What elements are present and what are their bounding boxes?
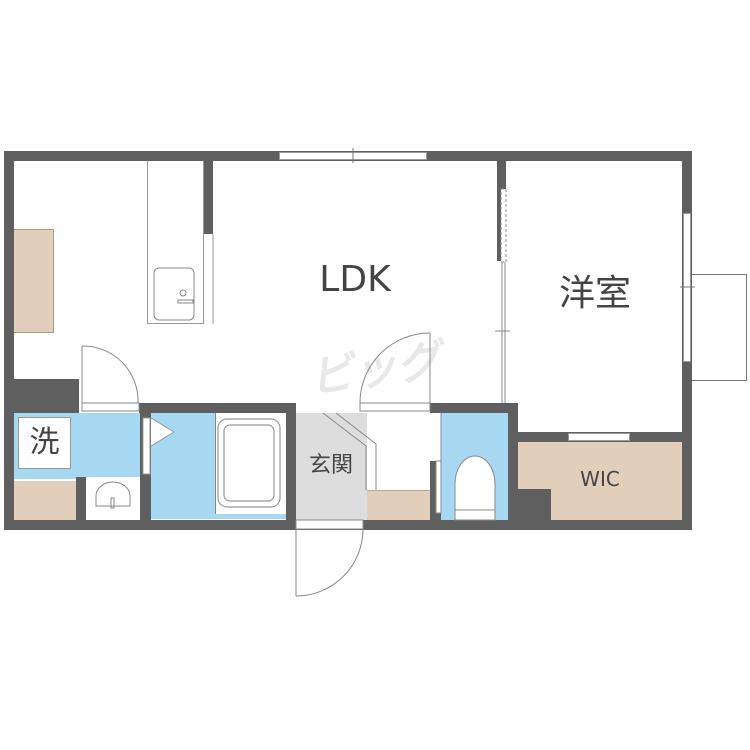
entrance-floor: [296, 413, 367, 520]
front-door-swing[interactable]: [295, 519, 364, 597]
ldk-storage: [14, 229, 54, 333]
wall-right-upper: [682, 151, 692, 213]
balcony: [692, 274, 747, 381]
kitchen-sink-icon: [153, 267, 195, 321]
laundry-storage: [14, 481, 76, 520]
western-room-label: 洋室: [558, 273, 631, 314]
wall-wet-row-top: [139, 403, 296, 413]
toilet-icon: [454, 455, 496, 521]
wall-ldk-kitchen-stub: [204, 161, 213, 234]
wall-entrance-top-right: [430, 403, 518, 413]
ldk-door-swing[interactable]: [81, 345, 140, 412]
bath-door-icon[interactable]: [142, 417, 175, 475]
western-room-sliding-door[interactable]: [495, 188, 510, 403]
wall-left-lower-block: [14, 379, 79, 413]
bathtub-icon: [217, 418, 281, 508]
wall-washroom-inner: [76, 477, 86, 520]
wall-left: [4, 151, 14, 530]
wic-corner-block: [518, 489, 551, 520]
entrance-step: [322, 412, 377, 490]
shoe-closet: [367, 490, 430, 520]
window-wic[interactable]: [568, 433, 630, 441]
wall-toilet-wic: [508, 403, 518, 520]
wash-basin-icon: [95, 481, 131, 509]
entrance-label: 玄関: [308, 453, 353, 478]
laundry-label: 洗: [29, 425, 60, 460]
ldk-label: LDK: [319, 259, 391, 300]
wall-bath-entrance: [286, 403, 296, 520]
entrance-inner-door-swing[interactable]: [359, 332, 431, 412]
laundry-label-box: [18, 417, 71, 469]
toilet-door[interactable]: [435, 413, 442, 514]
wic-label: WIC: [580, 467, 620, 491]
